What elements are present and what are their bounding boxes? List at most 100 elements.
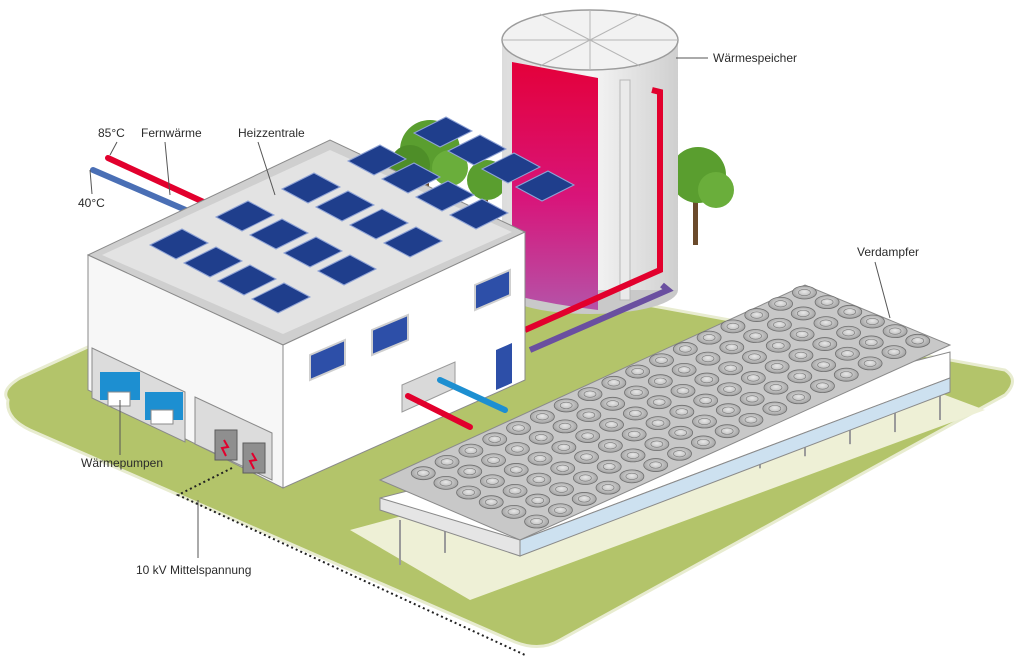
fan-icon bbox=[768, 296, 793, 311]
solar-panel-icon bbox=[250, 282, 312, 314]
fan-icon bbox=[433, 475, 459, 490]
fan-icon bbox=[574, 450, 599, 464]
solar-panel-array bbox=[148, 116, 576, 314]
fan-icon bbox=[860, 314, 885, 329]
fan-icon bbox=[645, 416, 671, 431]
fan-icon bbox=[671, 363, 697, 377]
fan-icon bbox=[714, 424, 740, 439]
heat-pump-unit bbox=[100, 372, 140, 407]
fan-icon bbox=[456, 485, 481, 500]
return-pipe bbox=[90, 167, 198, 217]
solar-panel-icon bbox=[380, 162, 442, 194]
fan-icon bbox=[643, 458, 669, 472]
fan-icon bbox=[740, 371, 766, 385]
fan-icon bbox=[715, 403, 741, 418]
heating-plant-label: Heizzentrale bbox=[238, 126, 305, 140]
fan-icon bbox=[719, 340, 745, 355]
solar-panel-icon bbox=[214, 200, 276, 232]
fan-icon bbox=[553, 398, 579, 413]
fan-icon bbox=[524, 514, 549, 529]
solar-panel-icon bbox=[348, 208, 410, 240]
fan-icon bbox=[787, 369, 813, 384]
fan-icon bbox=[527, 451, 553, 466]
fan-icon bbox=[837, 304, 863, 319]
solar-panel-icon bbox=[514, 170, 576, 202]
solar-panel-icon bbox=[412, 116, 474, 148]
fan-icon bbox=[529, 409, 555, 424]
tree-icon bbox=[670, 147, 734, 245]
solar-panel-icon bbox=[282, 236, 344, 268]
fan-icon bbox=[835, 346, 860, 361]
fan-icon bbox=[576, 408, 602, 422]
fan-icon bbox=[600, 396, 626, 411]
fan-icon bbox=[814, 295, 840, 310]
fan-icon bbox=[597, 438, 623, 453]
cold-pipe-evaporator bbox=[437, 377, 508, 413]
fan-icon bbox=[672, 342, 698, 356]
solar-panel-icon bbox=[346, 144, 408, 176]
fan-icon bbox=[669, 404, 695, 419]
fan-icon bbox=[833, 367, 859, 382]
fan-icon bbox=[744, 308, 770, 322]
fan-icon bbox=[813, 316, 839, 331]
fan-icon bbox=[810, 379, 835, 393]
fan-icon bbox=[667, 446, 692, 461]
fan-icon bbox=[812, 337, 838, 351]
transformer-icon bbox=[242, 442, 266, 474]
fan-icon bbox=[811, 358, 837, 372]
fan-icon bbox=[550, 461, 576, 476]
fan-icon bbox=[644, 437, 670, 451]
heat-pump-unit bbox=[145, 392, 183, 425]
fan-icon bbox=[526, 472, 552, 487]
fan-icon bbox=[763, 380, 789, 395]
fan-icon bbox=[738, 412, 764, 427]
solar-panel-icon bbox=[182, 246, 244, 278]
hot-pipe-storage bbox=[523, 87, 663, 333]
fan-icon bbox=[601, 375, 627, 390]
fan-icon bbox=[720, 319, 746, 334]
fan-icon bbox=[792, 285, 817, 300]
fan-icon bbox=[572, 471, 598, 485]
return-pipe-storage bbox=[528, 282, 674, 353]
fan-icon bbox=[501, 504, 527, 519]
solar-panel-icon bbox=[480, 152, 542, 184]
supply-pipe bbox=[105, 155, 213, 208]
fan-icon bbox=[836, 325, 861, 340]
fan-icon bbox=[690, 435, 716, 450]
solar-panel-icon bbox=[280, 172, 342, 204]
fan-icon bbox=[668, 425, 694, 440]
fan-icon bbox=[596, 459, 622, 474]
evaporator-unit bbox=[378, 284, 952, 565]
heat-storage-label: Wärmespeicher bbox=[713, 51, 798, 65]
solar-panel-icon bbox=[216, 264, 278, 296]
fan-icon bbox=[552, 419, 578, 434]
fan-icon bbox=[480, 474, 505, 489]
solar-panel-icon bbox=[148, 228, 210, 260]
solar-panel-icon bbox=[316, 254, 378, 286]
fan-icon bbox=[577, 387, 603, 402]
solar-panel-icon bbox=[248, 218, 310, 250]
solar-panel-icon bbox=[414, 180, 476, 212]
fan-icon bbox=[696, 330, 722, 345]
fan-icon bbox=[434, 454, 460, 469]
fan-icon bbox=[693, 393, 719, 408]
district-heating-label: Fernwärme bbox=[141, 126, 202, 140]
fan-icon bbox=[457, 464, 483, 479]
heat-pumps-label: Wärmepumpen bbox=[81, 456, 164, 470]
fan-icon bbox=[649, 353, 674, 368]
fan-icon bbox=[595, 480, 621, 495]
fan-icon bbox=[857, 356, 883, 371]
fan-icon bbox=[571, 492, 597, 506]
fan-icon bbox=[739, 392, 765, 406]
fan-icon bbox=[764, 359, 790, 374]
solar-panel-icon bbox=[448, 198, 510, 230]
fan-icon bbox=[481, 453, 506, 468]
fan-icon bbox=[458, 443, 484, 458]
fan-icon bbox=[625, 364, 651, 379]
fan-icon bbox=[695, 351, 721, 366]
fan-icon bbox=[549, 482, 574, 497]
fan-icon bbox=[786, 390, 812, 405]
medium-voltage-label: 10 kV Mittelspannung bbox=[136, 563, 252, 577]
fan-icon bbox=[503, 463, 529, 477]
